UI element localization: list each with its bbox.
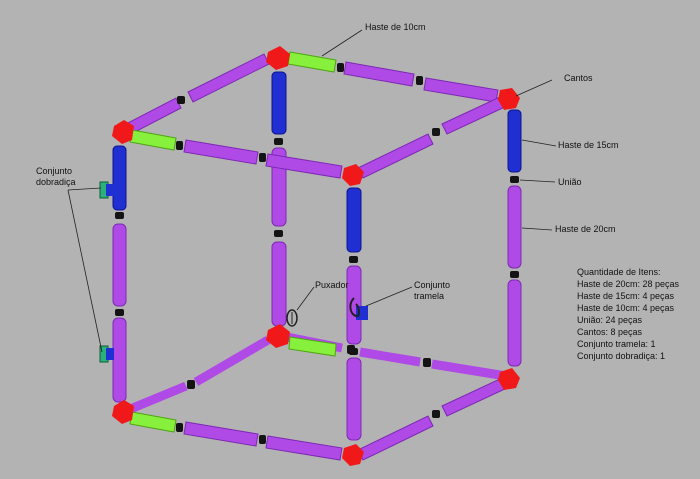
rod-20cm <box>126 381 188 415</box>
union-joint <box>274 230 283 237</box>
rod-20cm <box>125 97 182 135</box>
union-joint <box>423 358 431 367</box>
union-joint <box>115 309 124 316</box>
latch-set <box>349 297 368 320</box>
labels: Haste de 10cm Cantos Haste de 15cm União… <box>36 22 619 301</box>
union-joint <box>349 256 358 263</box>
label-tramela-1: Conjunto <box>414 280 450 290</box>
rod-20cm <box>183 421 259 447</box>
union-joint <box>115 212 124 219</box>
back-frame <box>126 71 507 415</box>
corner-piece <box>266 324 290 348</box>
corner-piece <box>112 400 134 424</box>
rod-20cm <box>265 435 343 461</box>
quantity-item: Cantos: 8 peças <box>577 327 643 337</box>
quantity-item: União: 24 peças <box>577 315 643 325</box>
rod-20cm <box>357 415 434 461</box>
back-right-post <box>507 109 522 367</box>
union-joint <box>259 153 266 162</box>
union-joint <box>337 63 344 72</box>
label-tramela-2: tramela <box>414 291 444 301</box>
rod-20cm <box>346 357 362 441</box>
label-dobradica-1: Conjunto <box>36 166 72 176</box>
hinge-set <box>99 181 114 199</box>
union-joint <box>432 410 440 418</box>
label-haste-10: Haste de 10cm <box>365 22 426 32</box>
union-joint <box>432 128 440 136</box>
rod-20cm <box>507 185 522 269</box>
front-left-post <box>99 145 127 403</box>
union-joint <box>259 435 266 444</box>
label-cantos: Cantos <box>564 73 593 83</box>
quantities-list: Quantidade de Itens: Haste de 20cm: 28 p… <box>577 267 680 361</box>
rod-20cm <box>431 359 507 381</box>
union-joint <box>176 141 183 150</box>
rod-20cm <box>112 317 127 403</box>
union-joint <box>416 76 423 85</box>
label-haste-20: Haste de 20cm <box>555 224 616 234</box>
label-puxador: Puxador <box>315 280 349 290</box>
rod-20cm <box>112 223 127 307</box>
union-joint <box>510 271 519 278</box>
rod-20cm <box>359 347 421 367</box>
quantity-item: Conjunto tramela: 1 <box>577 339 656 349</box>
rod-20cm <box>193 336 271 386</box>
rod-20cm <box>271 241 287 327</box>
hinge-set <box>99 345 114 363</box>
quantity-item: Haste de 10cm: 4 peças <box>577 303 675 313</box>
quantity-item: Haste de 20cm: 28 peças <box>577 279 680 289</box>
corner-piece <box>498 88 520 110</box>
union-joint <box>187 380 195 389</box>
corner-piece <box>342 164 364 186</box>
rod-15cm <box>271 71 287 135</box>
rod-20cm <box>183 139 259 165</box>
corner-piece <box>498 368 520 390</box>
bottom-frame <box>112 324 520 466</box>
leader-lines <box>67 29 557 353</box>
union-joint <box>176 423 183 432</box>
label-haste-15: Haste de 15cm <box>558 140 619 150</box>
label-dobradica-2: dobradiça <box>36 177 76 187</box>
union-joint <box>274 138 283 145</box>
corner-piece <box>112 120 134 144</box>
corner-piece <box>342 444 364 466</box>
label-uniao: União <box>558 177 582 187</box>
rod-10cm <box>129 129 177 151</box>
rod-20cm <box>343 61 415 87</box>
rod-15cm <box>507 109 522 173</box>
top-frame <box>112 46 520 186</box>
union-joint <box>177 96 185 104</box>
rod-20cm <box>357 133 434 179</box>
rod-20cm <box>187 53 270 103</box>
rod-20cm <box>423 77 499 103</box>
pull-handle <box>286 309 298 327</box>
rod-10cm <box>288 336 337 357</box>
rod-10cm <box>287 51 337 73</box>
rod-20cm <box>441 95 508 135</box>
quantity-item: Conjunto dobradiça: 1 <box>577 351 665 361</box>
corner-piece <box>266 46 290 70</box>
union-joint <box>349 348 358 355</box>
rod-20cm <box>346 265 362 345</box>
rod-10cm <box>129 411 177 433</box>
quantities-title: Quantidade de Itens: <box>577 267 661 277</box>
rod-20cm <box>507 279 522 367</box>
rod-15cm <box>346 187 362 253</box>
rod-20cm <box>265 153 343 179</box>
rod-20cm <box>441 377 508 417</box>
front-right-post <box>346 187 368 441</box>
quantity-item: Haste de 15cm: 4 peças <box>577 291 675 301</box>
union-joint <box>510 176 519 183</box>
rod-15cm <box>112 145 127 211</box>
